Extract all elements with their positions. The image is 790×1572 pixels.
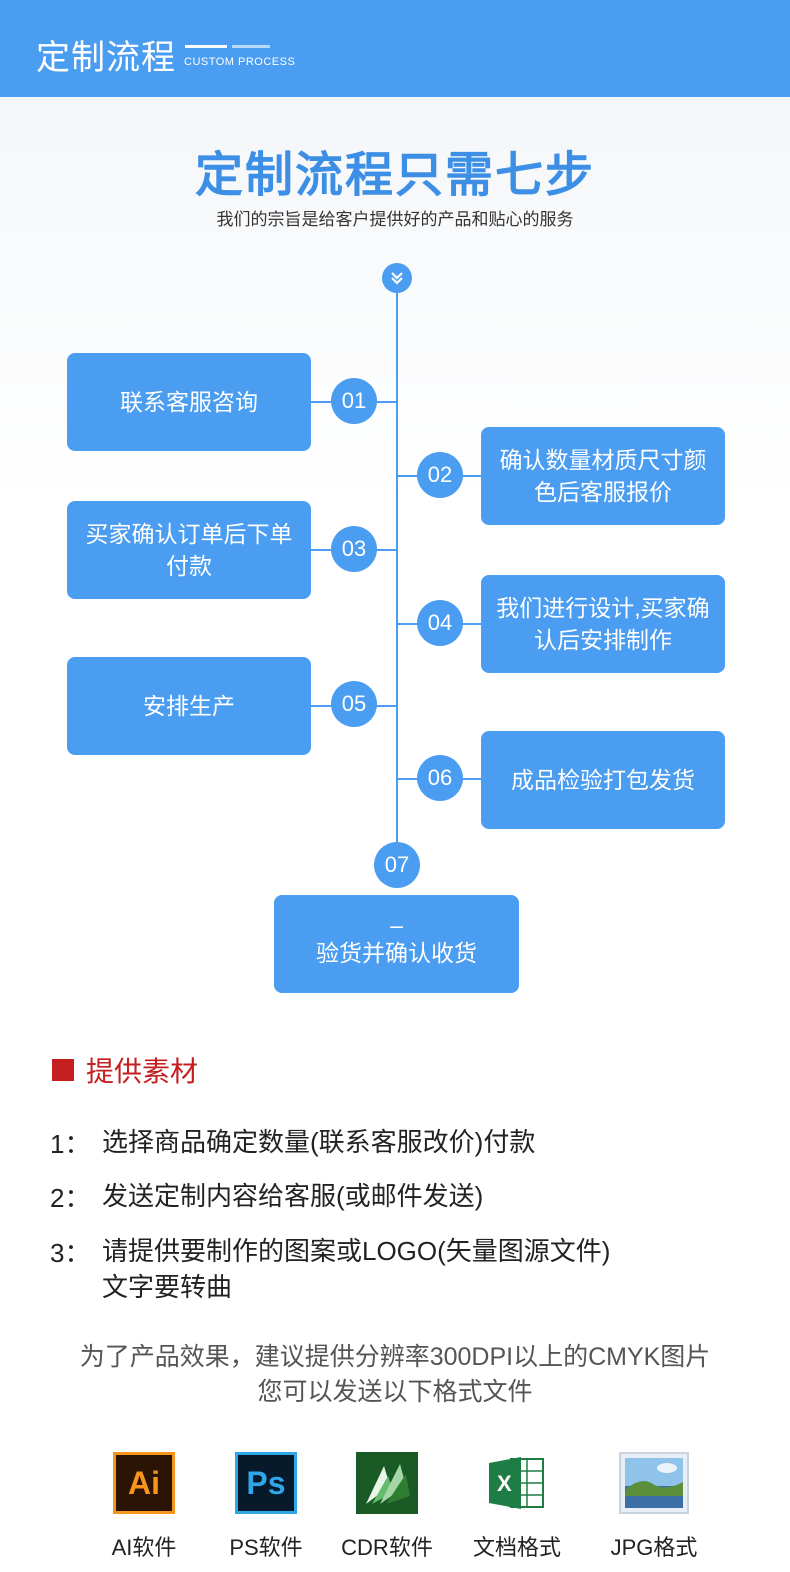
material-item: 3： 请提供要制作的图案或LOGO(矢量图源文件) 文字要转曲 bbox=[50, 1233, 610, 1305]
chevron-double-down-icon bbox=[382, 263, 412, 293]
step-box: 我们进行设计,买家确认后安排制作 bbox=[481, 575, 725, 673]
step-dash: – bbox=[390, 912, 403, 938]
section-title: 提供素材 bbox=[52, 1050, 198, 1090]
format-label: CDR软件 bbox=[341, 1535, 433, 1560]
material-item-text: 选择商品确定数量(联系客服改价)付款 bbox=[102, 1127, 536, 1157]
format-label: PS软件 bbox=[229, 1535, 303, 1560]
material-item-number: 2： bbox=[50, 1183, 91, 1213]
jpg-image-icon bbox=[619, 1452, 689, 1514]
material-item-text: 发送定制内容给客服(或邮件发送) bbox=[102, 1181, 484, 1211]
header-subtitle: CUSTOM PROCESS bbox=[184, 56, 296, 68]
material-item-number: 3： bbox=[50, 1238, 91, 1268]
step-box: 联系客服咨询 bbox=[67, 353, 311, 451]
material-item: 1： 选择商品确定数量(联系客服改价)付款 bbox=[50, 1124, 535, 1161]
step-number-badge: 05 bbox=[331, 681, 377, 727]
step-number-badge: 01 bbox=[331, 378, 377, 424]
hero-subtitle: 我们的宗旨是给客户提供好的产品和贴心的服务 bbox=[216, 210, 574, 229]
step-box: 确认数量材质尺寸颜色后客服报价 bbox=[481, 427, 725, 525]
step-number-badge: 04 bbox=[417, 600, 463, 646]
step-box-final: – 验货并确认收货 bbox=[274, 895, 519, 993]
format-label: 文档格式 bbox=[472, 1535, 561, 1560]
step-number-badge: 07 bbox=[374, 842, 420, 888]
photoshop-icon: Ps bbox=[235, 1452, 297, 1514]
excel-icon: X bbox=[486, 1452, 548, 1514]
section-title-text: 提供素材 bbox=[86, 1056, 199, 1087]
page-header: 定制流程 CUSTOM PROCESS bbox=[0, 0, 790, 97]
step-box: 买家确认订单后下单付款 bbox=[67, 501, 311, 599]
header-divider bbox=[185, 45, 227, 48]
header-title: 定制流程 bbox=[36, 39, 176, 77]
material-item-text-line2: 文字要转曲 bbox=[102, 1272, 233, 1302]
timeline-line bbox=[396, 290, 398, 845]
note-text: 为了产品效果，建议提供分辨率300DPI以上的CMYK图片 bbox=[79, 1343, 711, 1371]
step-number-badge: 03 bbox=[331, 526, 377, 572]
step-box: 安排生产 bbox=[67, 657, 311, 755]
format-label: AI软件 bbox=[111, 1535, 177, 1560]
material-item-number: 1： bbox=[50, 1129, 91, 1159]
illustrator-icon: Ai bbox=[113, 1452, 175, 1514]
step-number-badge: 02 bbox=[417, 452, 463, 498]
format-label: JPG格式 bbox=[610, 1535, 698, 1560]
step-text: 验货并确认收货 bbox=[316, 940, 477, 966]
red-square-icon bbox=[52, 1059, 74, 1081]
step-number-badge: 06 bbox=[417, 755, 463, 801]
format-icons-row: Ai AI软件 Ps PS软件 CDR软件 X 文档格式 bbox=[0, 1450, 790, 1560]
step-box: 成品检验打包发货 bbox=[481, 731, 725, 829]
material-item: 2： 发送定制内容给客服(或邮件发送) bbox=[50, 1178, 483, 1215]
material-item-text: 请提供要制作的图案或LOGO(矢量图源文件) bbox=[102, 1236, 611, 1266]
svg-text:X: X bbox=[497, 1471, 512, 1496]
hero-title: 定制流程只需七步 bbox=[194, 149, 595, 202]
coreldraw-icon bbox=[356, 1452, 418, 1514]
header-divider-faded bbox=[232, 45, 270, 48]
note-text: 您可以发送以下格式文件 bbox=[257, 1378, 533, 1406]
